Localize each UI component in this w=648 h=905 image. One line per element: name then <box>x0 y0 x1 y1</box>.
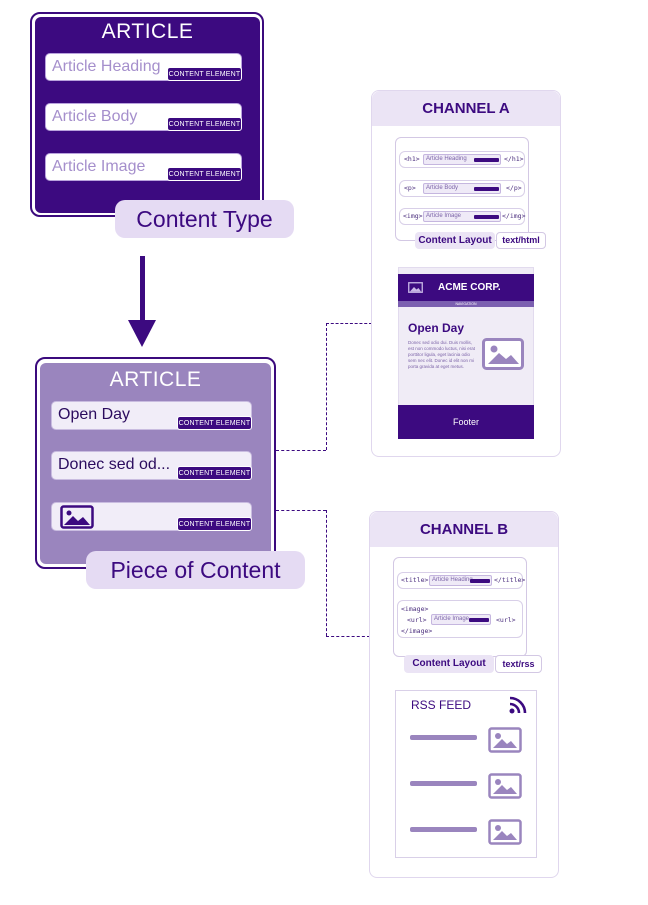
web-body-text: Donec sed odio dui. Duis mollis, est non… <box>408 340 476 369</box>
code-row-p: <p> Article Body </p> <box>399 180 525 197</box>
open-tag: <h1> <box>404 155 420 163</box>
piece-of-content-label: Piece of Content <box>86 551 305 589</box>
content-element-heading: Article Heading CONTENT ELEMENT <box>45 53 242 81</box>
logo-image-icon <box>408 282 423 293</box>
mini-field: Article Image <box>423 211 501 222</box>
web-footer: Footer <box>398 405 534 439</box>
mini-field: Article Heading <box>423 154 501 165</box>
piece-of-content-title: ARTICLE <box>109 368 202 391</box>
connector-b-h1 <box>276 510 326 511</box>
connector-a-h2 <box>326 323 372 324</box>
brand-name: ACME CORP. <box>438 282 501 293</box>
code-row-img: <img> Article Image </img> <box>399 208 525 225</box>
content-element-tag: CONTENT ELEMENT <box>167 167 242 181</box>
open-tag: <title> <box>401 576 429 584</box>
mini-field-label: Article Heading <box>426 156 467 162</box>
web-heading: Open Day <box>408 321 465 335</box>
rss-item-line <box>410 827 477 832</box>
rss-item-line <box>410 735 477 740</box>
mini-field-label: Article Image <box>426 213 462 219</box>
rss-item-image-icon <box>488 819 522 845</box>
code-row-image: <image> <url> Article Image <url> </imag… <box>397 600 523 638</box>
rss-icon <box>509 696 527 714</box>
open-tag: <image> <box>401 605 429 613</box>
content-type-title: ARTICLE <box>101 20 194 43</box>
close-tag: </img> <box>502 212 526 220</box>
content-element-tag: CONTENT ELEMENT <box>177 517 252 531</box>
connector-a-v <box>326 323 327 450</box>
channel-a-title: CHANNEL A <box>372 91 560 126</box>
mini-tag <box>470 579 490 583</box>
content-element-body: Article Body CONTENT ELEMENT <box>45 103 242 131</box>
mini-tag <box>474 215 499 219</box>
content-element-tag: CONTENT ELEMENT <box>167 117 242 131</box>
url-open-tag: <url> <box>407 616 427 624</box>
content-value-body: Donec sed od... CONTENT ELEMENT <box>51 451 252 480</box>
close-tag: </title> <box>494 576 526 584</box>
mime-type-tag: text/rss <box>495 655 542 673</box>
content-element-tag: CONTENT ELEMENT <box>177 416 252 430</box>
code-row-title: <title> Article Heading </title> <box>397 572 526 589</box>
web-image-icon <box>482 338 524 370</box>
content-value-heading: Open Day CONTENT ELEMENT <box>51 401 252 430</box>
content-element-image: Article Image CONTENT ELEMENT <box>45 153 242 181</box>
url-close-tag: <url> <box>496 616 516 624</box>
mini-tag <box>474 158 499 162</box>
open-tag: <img> <box>403 212 423 220</box>
field-value: Donec sed od... <box>58 456 171 473</box>
connector-b-v <box>326 510 327 636</box>
connector-a-h1 <box>276 450 326 451</box>
close-tag: </p> <box>506 184 522 192</box>
mime-type-tag: text/html <box>496 232 546 249</box>
mini-field-label: Article Heading <box>432 577 473 583</box>
content-layout-tag: Content Layout <box>415 232 495 249</box>
mini-field: Article Body <box>423 183 501 194</box>
content-type-label: Content Type <box>115 200 294 238</box>
rss-item-image-icon <box>488 773 522 799</box>
content-element-tag: CONTENT ELEMENT <box>177 466 252 480</box>
content-value-image: CONTENT ELEMENT <box>51 502 252 531</box>
field-value: Open Day <box>58 406 131 423</box>
nav-label: NAVIGATION <box>455 302 477 306</box>
mini-field-label: Article Image <box>434 616 470 622</box>
rss-item-image-icon <box>488 727 522 753</box>
image-icon <box>60 505 94 529</box>
mini-field-label: Article Body <box>426 185 459 191</box>
mini-tag <box>474 187 499 191</box>
close-tag: </image> <box>401 627 433 635</box>
open-tag: <p> <box>404 184 416 192</box>
content-layout-tag: Content Layout <box>404 655 494 673</box>
mini-field: Article Heading <box>429 575 492 586</box>
field-label: Article Heading <box>52 58 161 75</box>
web-nav: NAVIGATION <box>398 301 534 307</box>
content-element-tag: CONTENT ELEMENT <box>167 67 242 81</box>
field-label: Article Body <box>52 108 138 125</box>
connector-b-h2 <box>326 636 370 637</box>
arrow-down-icon <box>128 320 156 347</box>
mini-tag <box>469 618 489 622</box>
code-row-h1: <h1> Article Heading </h1> <box>399 151 525 168</box>
arrow-shaft <box>140 256 145 322</box>
channel-b-title: CHANNEL B <box>370 512 558 547</box>
web-header: ACME CORP. <box>398 274 534 301</box>
rss-feed-title: RSS FEED <box>411 698 472 712</box>
field-label: Article Image <box>52 158 146 175</box>
close-tag: </h1> <box>504 155 524 163</box>
mini-field: Article Image <box>431 614 491 625</box>
rss-item-line <box>410 781 477 786</box>
